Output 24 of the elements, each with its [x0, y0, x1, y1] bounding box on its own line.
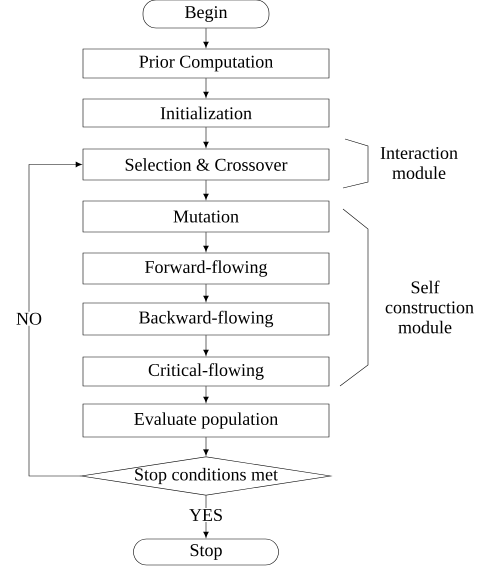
- process-box: Initialization: [82, 98, 330, 128]
- arrow: [28, 162, 82, 476]
- process-box: Mutation: [82, 200, 330, 232]
- process-box: Backward-flowing: [82, 302, 330, 336]
- arrow: [203, 386, 209, 403]
- arrow: [203, 78, 209, 98]
- arrow: [203, 335, 209, 356]
- process-box: Critical-flowing: [82, 356, 330, 386]
- arrow: [203, 180, 209, 200]
- arrow: [203, 284, 209, 302]
- terminal-box: Stop: [133, 538, 279, 566]
- arrow: [203, 437, 209, 456]
- module-label: Self construction module: [386, 280, 474, 334]
- arrow: [203, 127, 209, 148]
- process-box: Forward-flowing: [82, 252, 330, 284]
- module-label: Interaction module: [380, 146, 458, 180]
- edge-label: YES: [188, 508, 224, 522]
- process-box: Selection & Crossover: [82, 148, 330, 180]
- terminal-box: Begin: [142, 0, 270, 28]
- arrow: [203, 232, 209, 252]
- arrow: [203, 28, 209, 48]
- process-box: Evaluate population: [82, 404, 330, 438]
- edge-label: NO: [15, 312, 43, 326]
- process-box: Prior Computation: [82, 48, 330, 78]
